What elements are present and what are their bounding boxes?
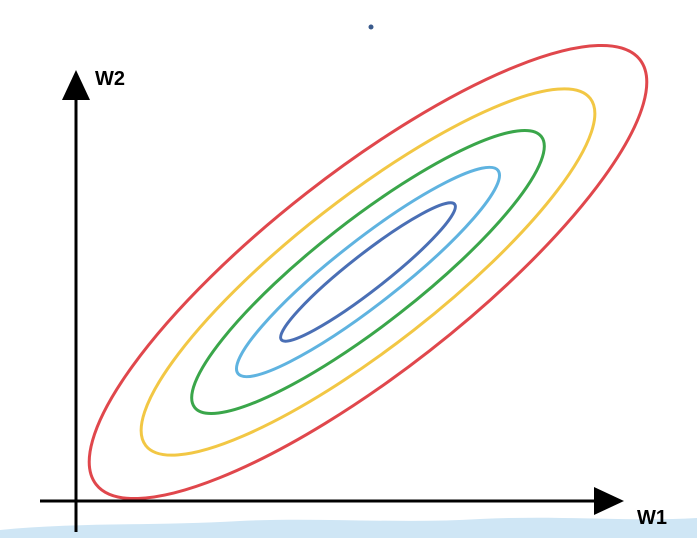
- x-axis-label: W1: [637, 507, 667, 529]
- y-axis-arrow: [62, 70, 90, 100]
- contour-group: [87, 43, 649, 501]
- y-axis-label: W2: [95, 68, 125, 90]
- bottom-band: [0, 517, 697, 538]
- contour-ellipse-5: [87, 43, 649, 501]
- contour-ellipse-4: [139, 87, 597, 457]
- contour-ellipse-3: [190, 128, 546, 416]
- contour-ellipse-1: [279, 201, 457, 343]
- contour-ellipse-2: [234, 165, 502, 379]
- small-dot: [368, 24, 374, 30]
- x-axis-arrow: [594, 487, 624, 515]
